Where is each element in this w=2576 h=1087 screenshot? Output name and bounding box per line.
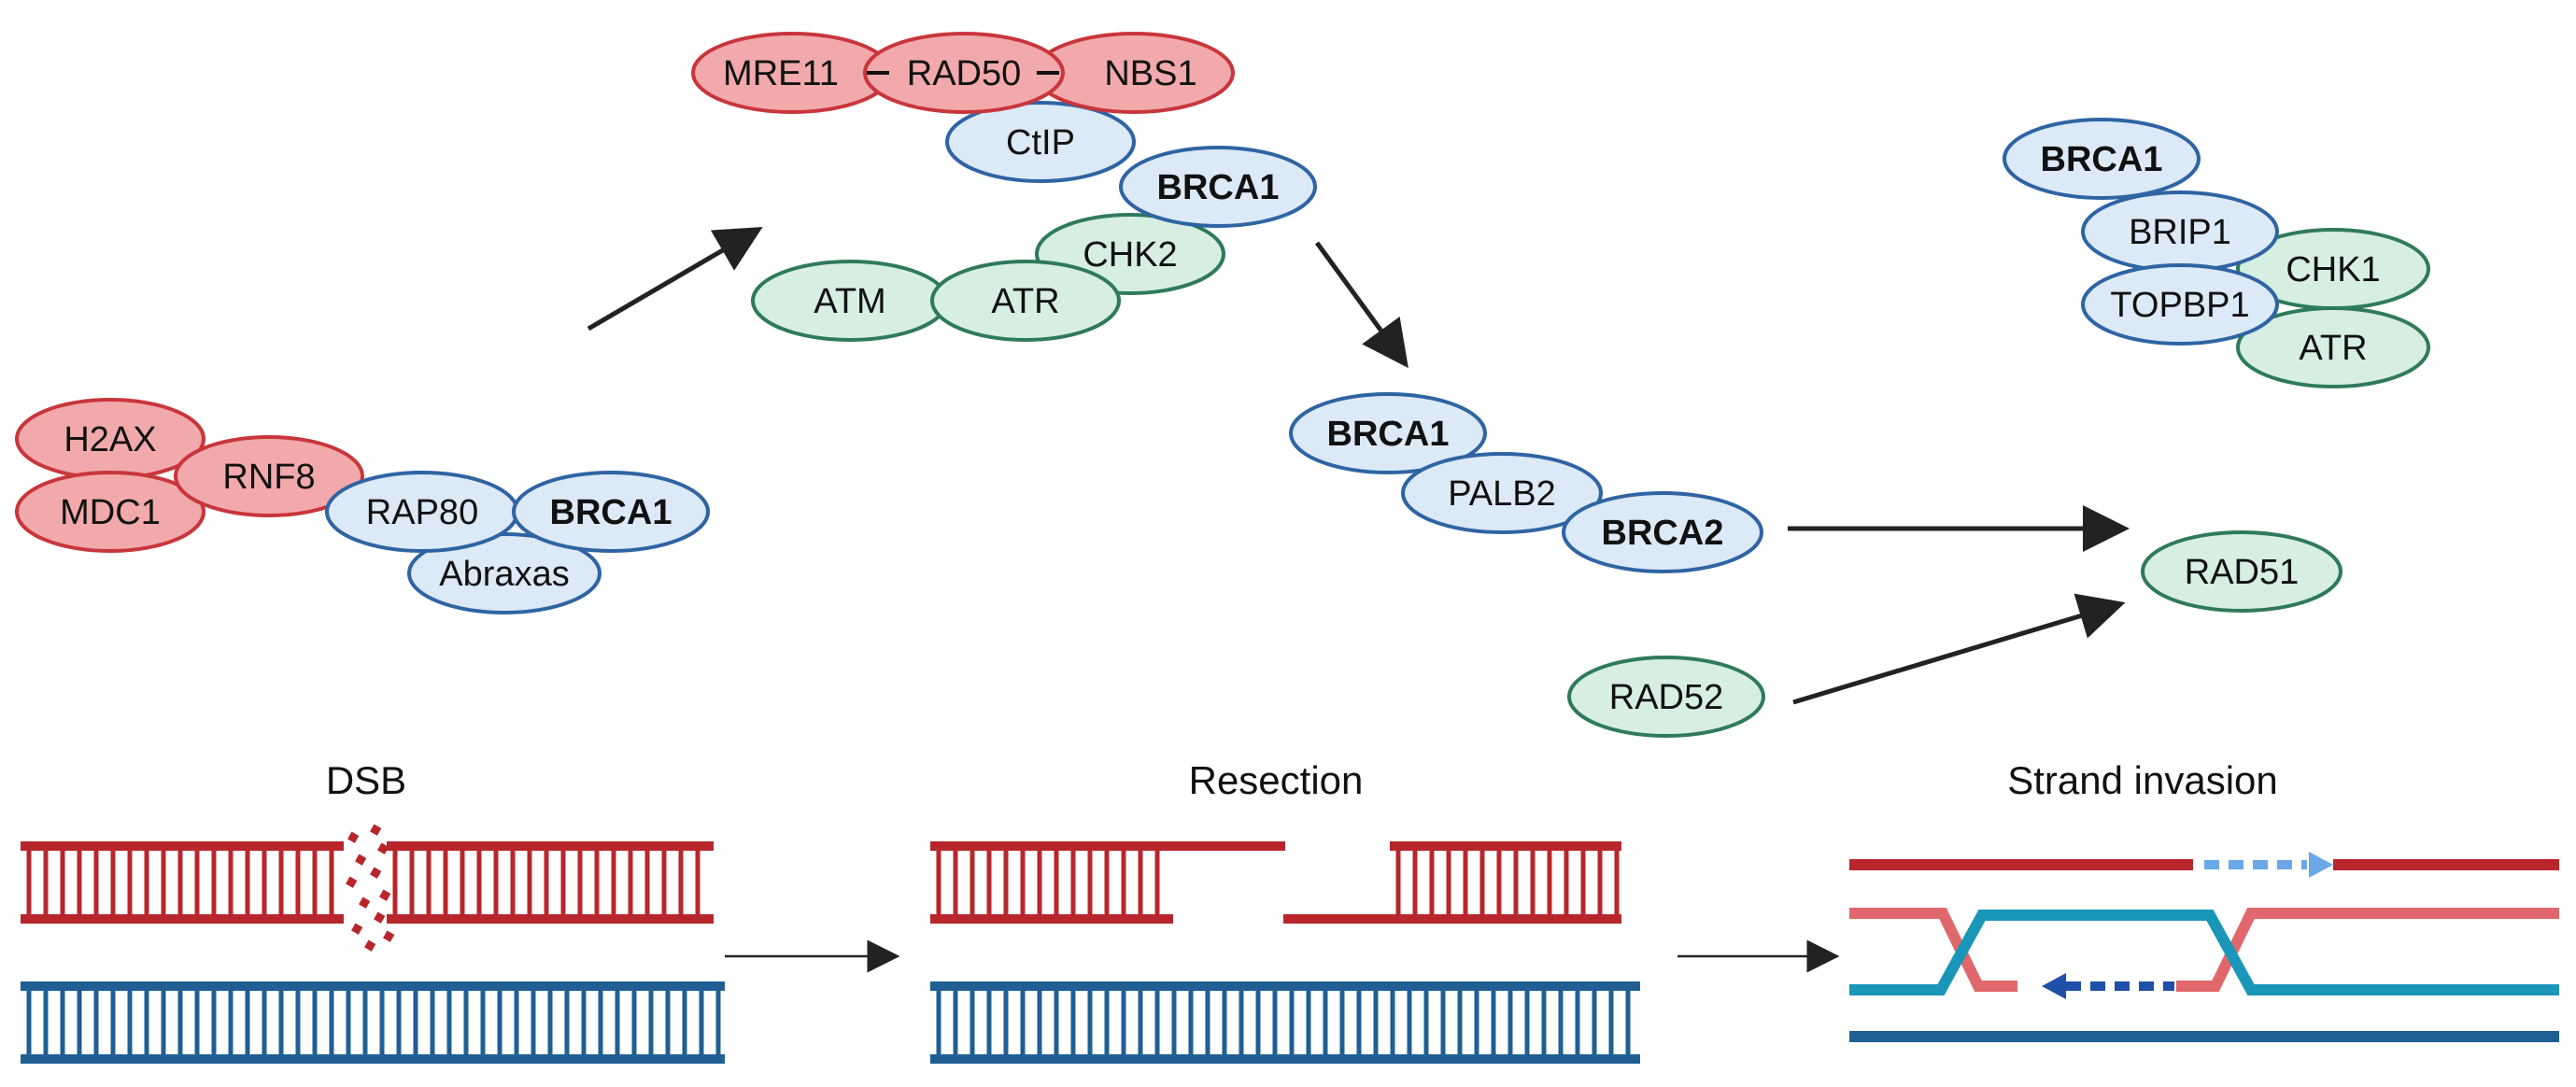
dsb-break-fragment xyxy=(355,854,367,866)
brca1-label-brip1: BRCA1 xyxy=(2041,140,2163,179)
brca1-label-palb2: BRCA1 xyxy=(1327,415,1450,454)
topbp1-label: TOPBP1 xyxy=(2110,286,2249,325)
chk2-label: CHK2 xyxy=(1083,235,1177,275)
dsb-break-fragment xyxy=(383,930,395,942)
mrn-complex: ATM CHK2 ATR CtIP BRCA1 MRE11 NBS1 RAD50 xyxy=(691,32,1317,342)
brca1-node-mrn xyxy=(1119,146,1317,228)
nbs1-label: NBS1 xyxy=(1104,54,1196,93)
brca1-node-brip1 xyxy=(2003,118,2201,200)
brca2-node xyxy=(1562,491,1763,573)
dsb-break-fragment xyxy=(359,896,371,909)
rap80-label: RAP80 xyxy=(366,493,478,532)
atm-label: ATM xyxy=(814,282,885,321)
atr-label-mrn: ATR xyxy=(991,282,1059,321)
dsb-break-fragment xyxy=(370,824,382,836)
brip1-label: BRIP1 xyxy=(2129,213,2231,252)
rad51-label: RAD51 xyxy=(2185,553,2300,592)
brca2-label: BRCA2 xyxy=(1602,514,1724,553)
brca1-node-palb2 xyxy=(1289,392,1487,474)
rnf8-label: RNF8 xyxy=(222,458,315,497)
stage-resection-label: Resection xyxy=(1189,758,1364,802)
chk1-node xyxy=(2236,228,2430,310)
recruitment-complex: H2AX MDC1 RNF8 Abraxas RAP80 BRCA1 xyxy=(15,398,710,614)
h2ax-label: H2AX xyxy=(64,420,156,459)
dsb-break-fragment xyxy=(374,911,386,924)
rad50-label: RAD50 xyxy=(907,54,1022,93)
invasion-cyan-strand xyxy=(1849,910,2559,995)
dsb-break-fragment xyxy=(347,831,360,843)
arrow-recruitment-to-mrn xyxy=(587,226,763,332)
invasion-light-red-strand-left xyxy=(1849,908,2017,992)
ctip-node xyxy=(945,101,1136,183)
dsb-dna-illustration xyxy=(21,824,725,1064)
palb2-node xyxy=(1401,452,1603,534)
arrow-rad52-to-rad51 xyxy=(1792,593,2126,705)
rad50-node xyxy=(863,32,1065,114)
dsb-break-fragment xyxy=(364,939,376,952)
rad52-label: RAD52 xyxy=(1609,678,1724,717)
strand-invasion-dna-illustration xyxy=(1849,852,2559,1042)
atr-label-brip1: ATR xyxy=(2299,329,2367,368)
invasion-dashed-arrowhead-bottom xyxy=(2042,973,2066,999)
rnf8-node xyxy=(174,435,364,517)
dsb-break-fragment xyxy=(346,876,358,888)
resection-dna-illustration xyxy=(930,841,1640,1064)
palb2-label: PALB2 xyxy=(1448,474,1555,514)
mre11-label: MRE11 xyxy=(723,54,839,93)
mdc1-label: MDC1 xyxy=(60,493,161,532)
topbp1-node xyxy=(2081,263,2279,346)
brca1-label-recruitment: BRCA1 xyxy=(550,493,672,532)
rad52-node xyxy=(1567,656,1765,738)
stage-dsb-label: DSB xyxy=(326,758,406,802)
brca1-node-recruitment xyxy=(512,471,710,553)
brca1-label-mrn: BRCA1 xyxy=(1157,168,1280,207)
dsb-break-fragment xyxy=(379,889,391,901)
invasion-dashed-arrowhead-top xyxy=(2309,852,2333,878)
chk1-label: CHK1 xyxy=(2286,250,2380,289)
dsb-break-fragment xyxy=(377,842,389,854)
ctip-label: CtIP xyxy=(1006,123,1075,162)
abraxas-label: Abraxas xyxy=(439,555,569,594)
palb2-complex: BRCA1 PALB2 BRCA2 xyxy=(1289,392,1763,573)
mdc1-node xyxy=(15,471,205,553)
rad51-node xyxy=(2141,530,2342,613)
dsb-break-fragment xyxy=(370,867,382,879)
atr-node-mrn xyxy=(930,260,1121,342)
dsb-break-fragment xyxy=(351,923,363,935)
stage-strand-invasion-label: Strand invasion xyxy=(2007,758,2278,802)
arrow-mrn-to-palb2 xyxy=(1314,241,1408,369)
brip1-complex: BRCA1 ATR CHK1 BRIP1 TOPBP1 xyxy=(2003,118,2430,388)
abraxas-node xyxy=(407,532,602,614)
